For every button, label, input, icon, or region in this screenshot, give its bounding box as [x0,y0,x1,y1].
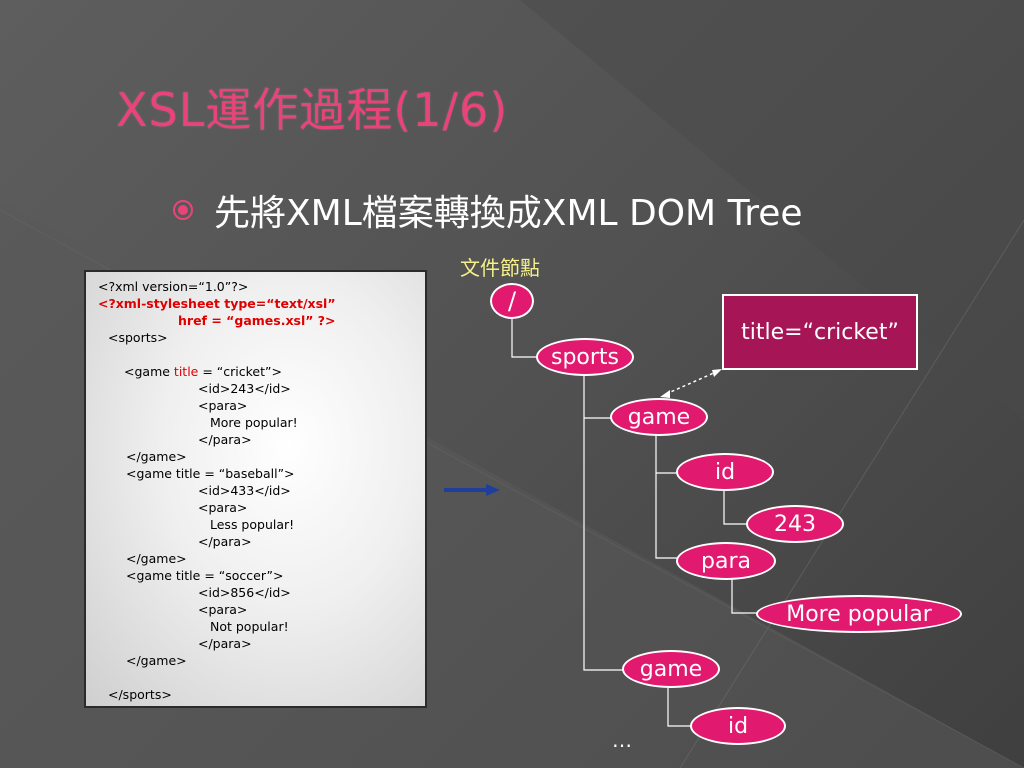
code-fragment: = “cricket”> [198,364,282,379]
code-line: <game title = “cricket”> [124,363,282,380]
slide-title: XSL運作過程(1/6) [116,83,509,137]
code-line: <sports> [108,330,168,345]
tree-node-text: More popular [756,595,962,633]
tree-edge [655,436,680,559]
code-line: <?xml version=“1.0”?> [98,279,249,294]
tree-edge [723,491,748,525]
code-line: </para> [198,636,252,651]
tree-node-root: / [490,283,534,319]
code-line: </sports> [108,687,172,702]
bullet-circle-icon [173,200,193,220]
code-line: Not popular! [210,619,289,634]
tree-edge [511,318,540,358]
code-line: </game> [126,653,187,668]
code-line: <id>433</id> [198,483,291,498]
code-line: </para> [198,534,252,549]
tree-node-id: id [676,453,774,491]
xml-source-panel: <?xml version=“1.0”?> <?xml-stylesheet t… [84,270,427,708]
code-fragment-red: title [173,364,199,379]
code-line: <game title = “soccer”> [126,568,284,583]
tree-edge [731,578,758,614]
transform-arrow [444,484,500,496]
tree-node-game: game [610,398,708,436]
tree-node-para: para [676,542,776,580]
tree-node-game: game [622,650,720,688]
code-line: </game> [126,449,187,464]
tree-node-value: 243 [746,505,844,543]
attribute-link [660,369,722,398]
document-node-label: 文件節點 [460,256,540,280]
code-line: href = “games.xsl” ?> [178,313,336,328]
bullet-item: 先將XML檔案轉換成XML DOM Tree [172,184,803,236]
code-line: <game title = “baseball”> [126,466,295,481]
code-line: Less popular! [210,517,295,532]
tree-node-id: id [690,707,786,745]
code-line: More popular! [210,415,298,430]
tree-node-sports: sports [536,338,634,376]
attribute-node: title=“cricket” [722,294,918,370]
code-line: <para> [198,398,248,413]
code-line: </para> [198,432,252,447]
code-fragment: <game [124,364,174,379]
bullet-text: 先將XML檔案轉換成XML DOM Tree [214,193,803,234]
code-line: <para> [198,500,248,515]
ellipsis: … [612,728,632,752]
code-line: </game> [126,551,187,566]
code-line: <para> [198,602,248,617]
code-line: <id>243</id> [198,381,291,396]
code-line: <id>856</id> [198,585,291,600]
tree-edge [583,372,624,671]
tree-edge [667,688,692,727]
code-line: <?xml-stylesheet type=“text/xsl” [98,296,336,311]
